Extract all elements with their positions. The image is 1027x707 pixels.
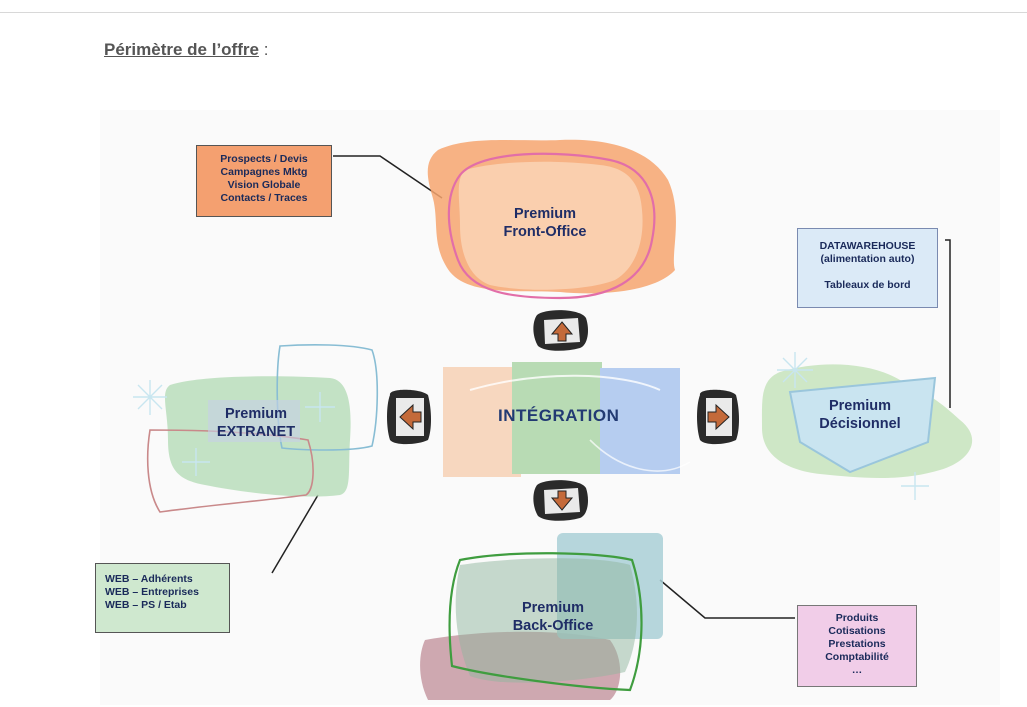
callout-extranet: WEB – Adhérents WEB – Entreprises WEB – … <box>95 563 230 633</box>
callout-line <box>798 266 937 279</box>
arrow-down-icon <box>533 480 588 521</box>
callout-line: WEB – Entreprises <box>105 586 199 598</box>
callout-line: Prospects / Devis <box>220 153 308 165</box>
callout-line: Vision Globale <box>227 179 301 191</box>
extranet-shape <box>146 344 379 513</box>
top-divider <box>0 12 1027 13</box>
callout-line: Cotisations <box>828 625 886 637</box>
label-back-office: Premium Back-Office <box>488 599 618 635</box>
label-line: Décisionnel <box>819 416 901 432</box>
callout-line: (alimentation auto) <box>820 253 915 265</box>
arrow-left-icon <box>387 389 431 445</box>
label-line: Premium <box>828 398 892 414</box>
connector-extranet <box>271 494 319 574</box>
label-integration: INTÉGRATION <box>498 406 620 425</box>
callout-line: Contacts / Traces <box>220 192 308 204</box>
connector-front <box>333 155 443 199</box>
callout-line: WEB – PS / Etab <box>105 599 187 611</box>
callout-line: Tableaux de bord <box>824 279 911 291</box>
connector-back <box>659 579 795 619</box>
callout-line: WEB – Adhérents <box>105 573 193 585</box>
callout-front-office: Prospects / Devis Campagnes Mktg Vision … <box>196 145 332 217</box>
label-line: Premium <box>521 600 585 616</box>
label-decision: Premium Décisionnel <box>800 397 920 433</box>
arrow-up-icon <box>533 310 588 351</box>
callout-line: DATAWAREHOUSE <box>819 240 916 252</box>
heading-title: Périmètre de l’offre <box>104 40 259 59</box>
callout-line: … <box>851 664 863 676</box>
callout-line: Comptabilité <box>825 651 889 663</box>
page-heading: Périmètre de l’offre : <box>104 40 268 60</box>
callout-line: Campagnes Mktg <box>220 166 308 178</box>
label-line: Front-Office <box>503 224 587 240</box>
callout-line: Produits <box>835 612 879 624</box>
heading-colon: : <box>263 40 269 59</box>
label-line: Premium <box>513 206 577 222</box>
label-extranet: Premium EXTRANET <box>196 405 316 441</box>
decision-shape <box>761 364 973 478</box>
front-office-shape <box>427 139 676 300</box>
label-line: EXTRANET <box>216 424 296 440</box>
sparkles <box>133 352 929 500</box>
callout-back-office: Produits Cotisations Prestations Comptab… <box>797 605 917 687</box>
arrow-right-icon <box>697 389 739 445</box>
callout-line: Prestations <box>828 638 886 650</box>
label-line: Premium <box>224 406 288 422</box>
connector-decision <box>945 239 951 408</box>
label-line: Back-Office <box>512 618 594 634</box>
callout-decision: DATAWAREHOUSE (alimentation auto) Tablea… <box>797 228 938 308</box>
back-office-shape <box>420 533 663 700</box>
integration-shape <box>443 362 691 477</box>
label-front-office: Premium Front-Office <box>480 205 610 241</box>
